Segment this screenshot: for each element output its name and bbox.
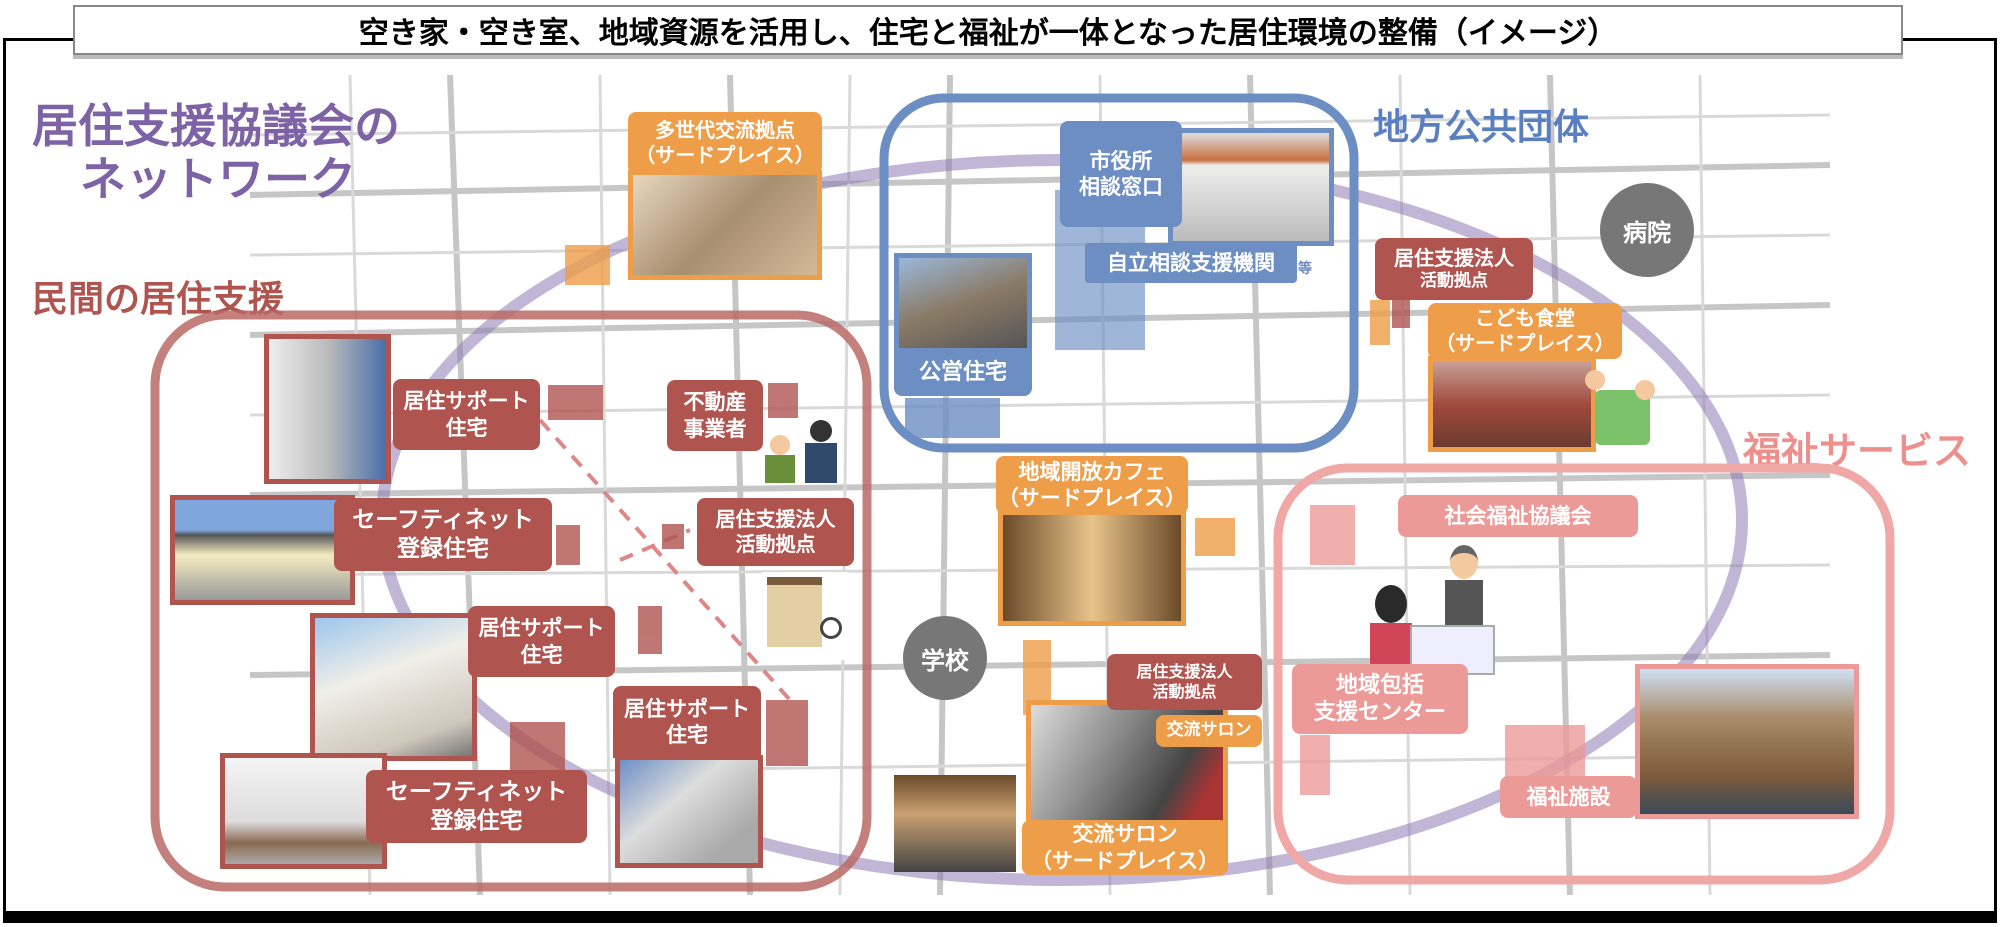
connection-dash: [538, 418, 792, 702]
local-gov-area: [879, 93, 1359, 453]
label-line: 居住サポート: [478, 616, 605, 641]
support-housing-label-1: 居住サポート住宅: [393, 379, 540, 450]
label-line: 居住サポート: [403, 389, 530, 414]
support-housing-label-3: 居住サポート住宅: [613, 686, 761, 758]
support-housing-photo-1: [264, 334, 391, 484]
safety-net-photo-1: [170, 495, 355, 605]
label-line: 登録住宅: [430, 807, 523, 834]
salon-activity-photo: [894, 775, 1016, 872]
etc-label: 等: [1298, 261, 1312, 277]
safety-net-label-2: セーフティネット登録住宅: [366, 770, 587, 843]
label-line: 住宅: [666, 723, 708, 747]
label-line: 地域包括: [1335, 672, 1424, 698]
kids-cafeteria-photo: [1428, 356, 1596, 452]
network-heading-line2: ネットワーク: [80, 151, 356, 206]
self-support-label: 自立相談支援機関: [1085, 243, 1297, 283]
label-line: 相談窓口: [1079, 175, 1163, 199]
network-heading-line1: 居住支援協議会の: [32, 99, 400, 153]
label-line: こども食堂: [1475, 306, 1575, 330]
social-welfare-council-label: 社会福祉協議会: [1398, 495, 1638, 537]
label-line: （サードプレイス）: [997, 486, 1187, 510]
label-line: 登録住宅: [397, 535, 489, 562]
connection-dash: [619, 528, 691, 562]
community-cafe-label: 地域開放カフェ（サードプレイス）: [996, 456, 1188, 514]
support-housing-label-2: 居住サポート住宅: [468, 606, 615, 677]
label-line: 支援センター: [1313, 700, 1446, 725]
label-line: 活動拠点: [1152, 682, 1217, 701]
label-line: 多世代交流拠点: [655, 118, 795, 142]
label-line: 地域開放カフェ: [1018, 459, 1166, 484]
hospital-marker: 病院: [1600, 183, 1694, 277]
multi-gen-hub-label: 多世代交流拠点（サードプレイス）: [628, 112, 822, 174]
city-hall-photo: [1168, 128, 1334, 246]
city-hall-label: 市役所相談窓口: [1060, 121, 1182, 227]
label-line: 住宅: [520, 642, 563, 667]
label-line: 居住支援法人: [715, 507, 836, 531]
diagram-title: 空き家・空き室、地域資源を活用し、住宅と福祉が一体となった居住環境の整備（イメー…: [73, 5, 1903, 55]
private-area: [150, 310, 872, 892]
label-line: 居住サポート: [624, 696, 750, 721]
support-corp-hub-label-top: 居住支援法人活動拠点: [1375, 238, 1533, 300]
label-line: 交流サロン: [1072, 822, 1178, 847]
salon-label: 交流サロン（サードプレイス）: [1022, 820, 1228, 875]
community-cafe-photo: [998, 510, 1186, 626]
community-support-center-label: 地域包括支援センター: [1292, 664, 1468, 734]
welfare-area: [1273, 463, 1895, 885]
label-line: （サードプレイス）: [1435, 331, 1615, 355]
kids-cafeteria-label: こども食堂（サードプレイス）: [1428, 303, 1622, 359]
label-line: 住宅: [445, 415, 488, 440]
salon-small-label: 交流サロン: [1156, 715, 1262, 747]
label-line: 市役所: [1089, 148, 1153, 173]
consultation-illustration: [765, 415, 845, 485]
welfare-facility-photo: [1635, 664, 1859, 819]
support-corp-hub-label-mid: 居住支援法人活動拠点: [697, 498, 854, 566]
safety-net-label-1: セーフティネット登録住宅: [334, 498, 552, 571]
multi-gen-hub-photo: [628, 170, 822, 280]
label-line: （サードプレイス）: [635, 143, 815, 167]
label-line: セーフティネット: [352, 506, 534, 533]
support-corp-hub-label-salon: 居住支援法人活動拠点: [1107, 654, 1262, 710]
facility-wheelchair-illustration: [762, 572, 847, 660]
safety-net-photo-2: [220, 753, 387, 869]
label-line: 居住支援法人: [1394, 245, 1514, 270]
public-housing-label: 公営住宅: [894, 350, 1032, 396]
network-heading: 居住支援協議会の ネットワーク: [32, 100, 400, 206]
real-estate-label: 不動産事業者: [667, 380, 763, 451]
welfare-facility-label: 福祉施設: [1500, 776, 1637, 818]
label-line: （サードプレイス）: [1030, 848, 1220, 873]
school-marker: 学校: [903, 616, 987, 700]
support-housing-photo-3: [615, 755, 763, 868]
children-illustration: [1585, 365, 1665, 450]
label-line: 不動産: [683, 390, 747, 415]
label-line: 活動拠点: [1420, 270, 1488, 291]
local-gov-heading: 地方公共団体: [1373, 107, 1590, 148]
label-line: 活動拠点: [735, 532, 816, 556]
label-line: 事業者: [683, 416, 747, 441]
label-line: 居住支援法人: [1136, 662, 1233, 681]
support-housing-photo-2: [310, 613, 477, 761]
label-line: セーフティネット: [385, 778, 568, 805]
public-housing-photo: [894, 253, 1032, 353]
